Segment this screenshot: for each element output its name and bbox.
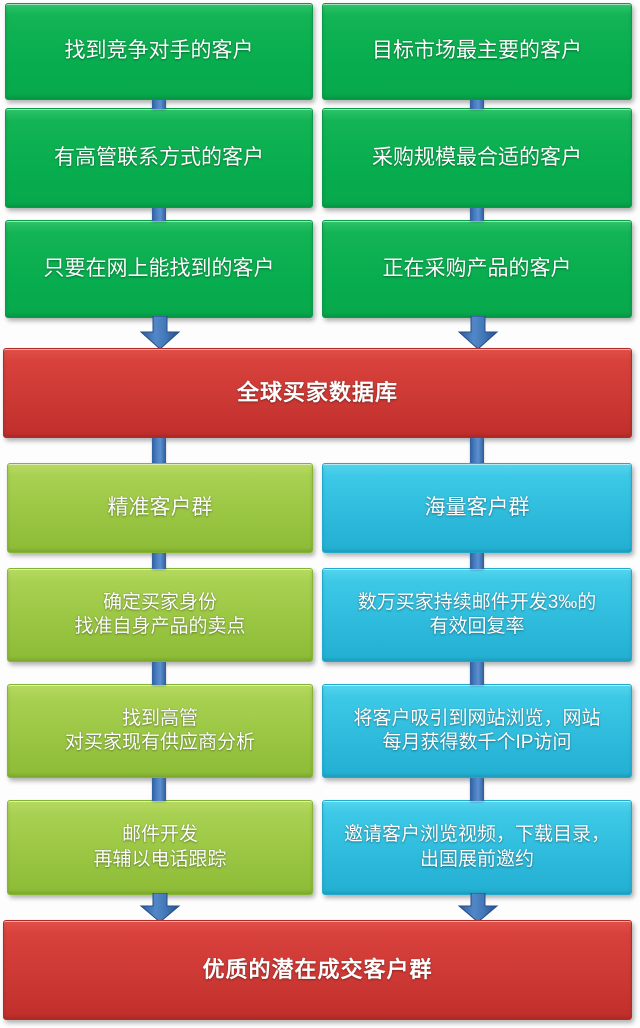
branch-precise-step-3[interactable]: 邮件开发 再辅以电话跟踪 (7, 800, 313, 895)
branch-mass-head[interactable]: 海量客户群 (322, 463, 632, 553)
source-box-left-1-label: 找到竞争对手的客户 (64, 39, 254, 63)
outcome-banner-label: 优质的潜在成交客户群 (202, 956, 433, 982)
connector-stub-left-1 (152, 100, 166, 109)
branch-mass-head-label: 海量客户群 (424, 495, 530, 519)
source-box-left-2-label: 有高管联系方式的客户 (54, 145, 264, 169)
arrow-down-right-to-hub (457, 316, 499, 350)
branch-precise-head[interactable]: 精准客户群 (7, 463, 313, 553)
source-box-left-2[interactable]: 有高管联系方式的客户 (5, 108, 313, 208)
branch-precise-step-1-label: 确定买家身份 找准自身产品的卖点 (74, 591, 246, 637)
branch-mass-step-3-label: 邀请客户浏览视频，下载目录， 出国展前邀约 (343, 824, 610, 870)
connector-stub-hub-right (470, 438, 484, 463)
connector-stub-mass-3 (470, 778, 484, 801)
source-box-left-1[interactable]: 找到竞争对手的客户 (5, 3, 313, 100)
source-box-right-3-label: 正在采购产品的客户 (382, 256, 572, 280)
source-box-right-1-label: 目标市场最主要的客户 (372, 39, 582, 63)
connector-stub-right-2 (470, 208, 484, 221)
source-box-left-3[interactable]: 只要在网上能找到的客户 (5, 220, 313, 318)
branch-mass-step-1-label: 数万买家持续邮件开发3‰的 有效回复率 (357, 591, 597, 637)
outcome-banner[interactable]: 优质的潜在成交客户群 (3, 920, 632, 1020)
branch-mass-step-1[interactable]: 数万买家持续邮件开发3‰的 有效回复率 (322, 568, 632, 662)
connector-stub-hub-left (152, 438, 166, 463)
connector-stub-precise-2 (152, 662, 166, 685)
arrow-down-right-to-outcome (457, 893, 499, 923)
connector-stub-mass-2 (470, 662, 484, 685)
arrow-down-left-to-hub (139, 316, 181, 350)
source-box-right-2[interactable]: 采购规模最合适的客户 (322, 108, 632, 208)
source-box-left-3-label: 只要在网上能找到的客户 (43, 256, 275, 280)
branch-precise-step-2-label: 找到高管 对买家现有供应商分析 (64, 707, 255, 753)
branch-precise-step-1[interactable]: 确定买家身份 找准自身产品的卖点 (7, 568, 313, 662)
connector-stub-precise-3 (152, 778, 166, 801)
branch-mass-step-3[interactable]: 邀请客户浏览视频，下载目录， 出国展前邀约 (322, 800, 632, 895)
branch-precise-head-label: 精准客户群 (107, 495, 213, 519)
branch-precise-step-3-label: 邮件开发 再辅以电话跟踪 (93, 824, 227, 870)
branch-mass-step-2[interactable]: 将客户吸引到网站浏览，网站 每月获得数千个IP访问 (322, 684, 632, 778)
connector-stub-precise-1 (152, 553, 166, 569)
hub-banner-label: 全球买家数据库 (236, 379, 398, 405)
source-box-right-2-label: 采购规模最合适的客户 (372, 145, 582, 169)
hub-banner[interactable]: 全球买家数据库 (3, 348, 632, 438)
branch-mass-step-2-label: 将客户吸引到网站浏览，网站 每月获得数千个IP访问 (353, 707, 601, 753)
connector-stub-left-2 (152, 208, 166, 221)
connector-stub-right-1 (470, 100, 484, 109)
source-box-right-1[interactable]: 目标市场最主要的客户 (322, 3, 632, 100)
branch-precise-step-2[interactable]: 找到高管 对买家现有供应商分析 (7, 684, 313, 778)
source-box-right-3[interactable]: 正在采购产品的客户 (322, 220, 632, 318)
connector-stub-mass-1 (470, 553, 484, 569)
arrow-down-left-to-outcome (139, 893, 181, 923)
